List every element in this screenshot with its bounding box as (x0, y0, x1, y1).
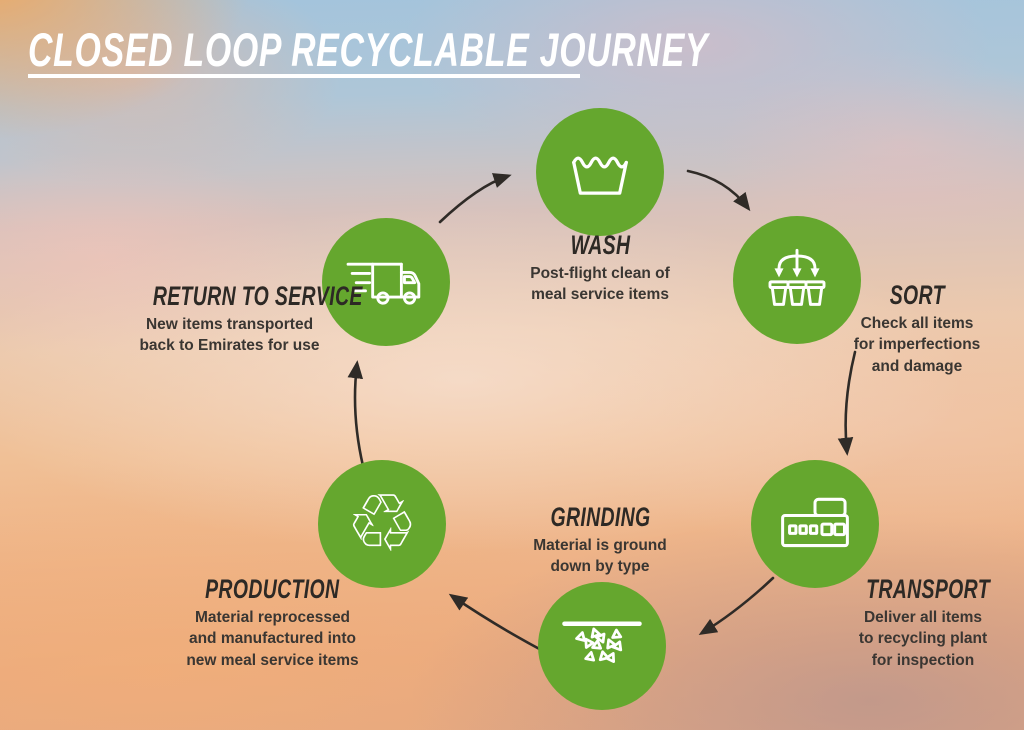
wash-tub-icon (572, 156, 628, 195)
arrow-production-to-return (347, 360, 365, 468)
stage-desc-production: Material reprocessed and manufactured in… (186, 609, 359, 669)
stage-circle-return (322, 218, 450, 346)
stage-circle-sort (733, 216, 861, 344)
arrow-wash-to-sort (686, 169, 751, 212)
stage-circle-production: ♲ (318, 460, 446, 588)
stage-label-transport: TRANSPORT (866, 574, 990, 604)
arrow-return-to-wash (438, 173, 512, 224)
stage-desc-sort: Check all items for imperfections and da… (853, 315, 981, 375)
stage-desc-grinding: Material is ground down by type (533, 537, 667, 576)
stage-circle-transport (751, 460, 879, 588)
stage-label-grinding: GRINDING (549, 502, 651, 532)
stage-text-wash: WASH Post-flight clean of meal service i… (490, 230, 710, 306)
arrow-transport-to-grinding (698, 576, 775, 636)
stage-desc-wash: Post-flight clean of meal service items (530, 265, 670, 304)
stage-label-production: PRODUCTION (205, 574, 340, 604)
stage-circle-wash (536, 108, 664, 236)
stage-label-wash: WASH (570, 230, 630, 260)
recycle-arrows-icon: ♲ (346, 477, 418, 570)
stage-label-sort: SORT (889, 280, 945, 310)
stage-text-production: PRODUCTION Material reprocessed and manu… (155, 574, 390, 671)
stage-circle-grinding (538, 582, 666, 710)
stage-text-transport: TRANSPORT Deliver all items to recycling… (842, 574, 1004, 671)
stage-label-return: RETURN TO SERVICE (152, 281, 363, 311)
arrow-grinding-to-production (448, 593, 547, 654)
title-underline (28, 74, 580, 78)
stage-text-sort: SORT Check all items for imperfections a… (836, 280, 998, 377)
page-title: CLOSED LOOP RECYCLABLE JOURNEY (28, 23, 709, 76)
delivery-truck-icon (346, 263, 421, 305)
stage-desc-return: New items transported back to Emirates f… (139, 316, 320, 355)
stage-text-return: RETURN TO SERVICE New items transported … (112, 281, 362, 357)
recycling-plant-icon (781, 498, 849, 548)
grinder-pellets-icon (562, 621, 642, 663)
arrow-sort-to-transport (837, 350, 857, 456)
sort-bins-icon (768, 249, 826, 307)
stage-text-grinding: GRINDING Material is ground down by type (495, 502, 705, 578)
stage-desc-transport: Deliver all items to recycling plant for… (858, 609, 988, 669)
header: CLOSED LOOP RECYCLABLE JOURNEY (28, 22, 973, 77)
